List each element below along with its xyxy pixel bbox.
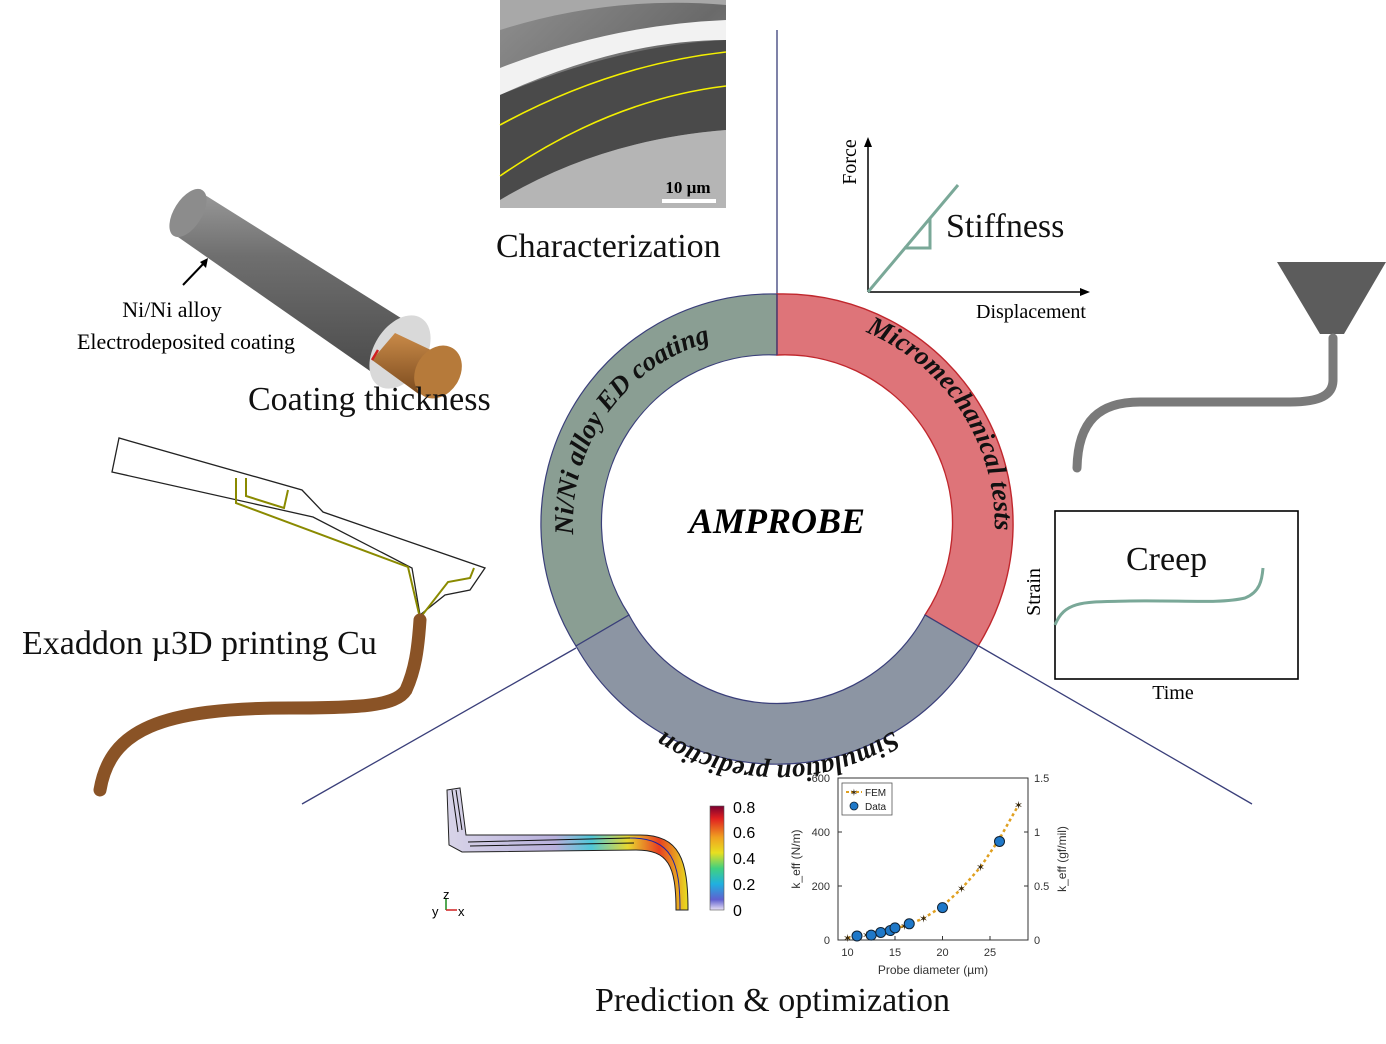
coating-callout-line1: Ni/Ni alloy — [122, 297, 222, 322]
probe-indenter-illustration — [1072, 262, 1386, 473]
fem-point: ✶ — [843, 932, 852, 945]
y-right-tick-label: 0.5 — [1034, 881, 1049, 893]
printer-nozzle-illustration — [111, 437, 487, 621]
printed-copper-probe — [93, 613, 427, 797]
legend-data-label: Data — [865, 802, 887, 813]
data-point — [865, 929, 877, 941]
data-point — [889, 922, 901, 934]
fem-point: ✶ — [957, 883, 966, 896]
creep-plot — [1053, 510, 1299, 680]
data-point — [875, 926, 887, 938]
stiffness-plot — [864, 137, 1090, 296]
data-point — [851, 930, 863, 942]
stiffness-y-axis: Force — [839, 139, 861, 185]
x-tick-label: 15 — [889, 947, 901, 959]
fem-point: ✶ — [976, 861, 985, 874]
data-point — [937, 902, 948, 914]
sem-scale-label: 10 µm — [665, 178, 710, 197]
characterization-label: Characterization — [496, 228, 721, 265]
colorbar-tick: 0.6 — [733, 825, 755, 842]
printing-label: Exaddon µ3D printing Cu — [22, 625, 377, 662]
creep-label: Creep — [1126, 541, 1208, 578]
legend-data-marker — [849, 801, 859, 811]
y-right-axis-label: k_eff (gf/mil) — [1055, 826, 1069, 892]
sem-image — [499, 0, 727, 208]
data-point — [994, 835, 1005, 847]
colorbar — [709, 805, 725, 911]
legend-fem-marker: ✶ — [850, 788, 858, 799]
x-tick-label: 10 — [841, 947, 853, 959]
y-right-tick-label: 0 — [1034, 935, 1040, 947]
coating-thickness-label: Coating thickness — [248, 381, 491, 418]
colorbar-tick: 0.2 — [733, 877, 755, 894]
axis-triad-icon — [445, 898, 457, 911]
series-line-fem — [847, 804, 1020, 940]
colorbar-tick: 0.4 — [733, 851, 755, 868]
axis-x-label: x — [458, 904, 465, 919]
x-tick-label: 25 — [984, 947, 996, 959]
fem-point: ✶ — [1014, 799, 1023, 812]
y-tick-label: 200 — [812, 881, 830, 893]
y-tick-label: 600 — [812, 773, 830, 785]
legend-box — [841, 782, 893, 816]
x-axis-label: Probe diameter (µm) — [878, 963, 988, 977]
axis-y-label: y — [432, 904, 439, 919]
y-axis-label: k_eff (N/m) — [789, 829, 803, 888]
colorbar-tick: 0 — [733, 903, 742, 920]
colorbar-tick: 0.8 — [733, 800, 755, 817]
axis-z-label: z — [443, 887, 450, 902]
ring-segment-coating — [540, 293, 778, 647]
creep-x-axis: Time — [1152, 682, 1194, 704]
coated-wire-illustration — [169, 188, 462, 399]
left-connector-line — [301, 647, 577, 805]
stiffness-x-axis: Displacement — [976, 301, 1086, 323]
y-right-tick-label: 1 — [1034, 827, 1040, 839]
creep-y-axis: Strain — [1023, 568, 1045, 616]
ring-segment-tests — [776, 293, 1014, 647]
fem-point: ✶ — [919, 912, 928, 925]
stiffness-label: Stiffness — [946, 208, 1065, 245]
coating-callout-line2: Electrodeposited coating — [77, 329, 295, 354]
data-point — [903, 918, 915, 930]
y-tick-label: 0 — [824, 935, 830, 947]
right-connector-line — [976, 644, 1253, 805]
y-right-tick-label: 1.5 — [1034, 773, 1049, 785]
center-title: AMPROBE — [687, 501, 865, 541]
fem-simulation-render — [446, 787, 689, 911]
y-tick-label: 400 — [812, 827, 830, 839]
prediction-label: Prediction & optimization — [595, 982, 951, 1019]
x-tick-label: 20 — [936, 947, 948, 959]
legend-fem-label: FEM — [865, 788, 886, 799]
ring-segment-simulation — [575, 614, 979, 765]
